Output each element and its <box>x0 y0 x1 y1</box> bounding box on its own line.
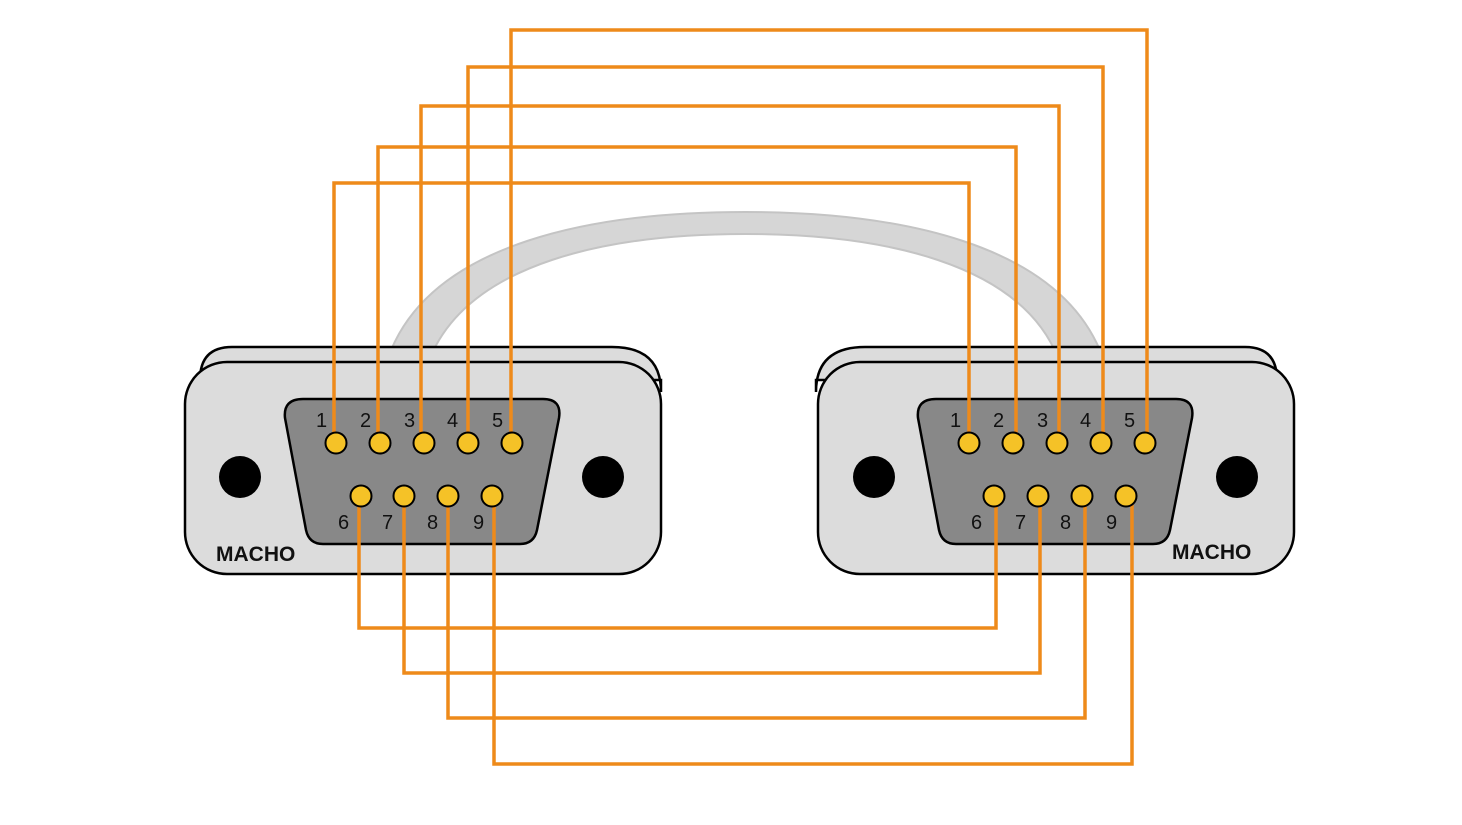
right-pin-label-4: 4 <box>1080 410 1091 432</box>
left-pin-6 <box>349 484 373 508</box>
right-connector-face <box>916 397 1194 546</box>
right-pin-group: 1 2 3 4 5 6 7 8 9 <box>950 410 1157 534</box>
wire-2-to-2 <box>376 145 1018 443</box>
wire-4-to-4 <box>466 65 1105 443</box>
right-pin-label-2: 2 <box>993 410 1004 432</box>
right-pin-label-8: 8 <box>1060 512 1071 534</box>
left-pin-3 <box>412 431 436 455</box>
right-pin-3 <box>1045 431 1069 455</box>
wire-1-to-1 <box>332 181 971 443</box>
right-pin-label-5: 5 <box>1124 410 1135 432</box>
left-pin-label-7: 7 <box>382 512 393 534</box>
wire-3-to-3 <box>419 104 1061 443</box>
cable-loop <box>386 210 1105 359</box>
right-pin-label-6: 6 <box>971 512 982 534</box>
right-pin-7 <box>1026 484 1050 508</box>
right-pin-label-1: 1 <box>950 410 961 432</box>
wire-7-to-7 <box>402 496 1042 675</box>
left-pin-1 <box>324 431 348 455</box>
right-connector-gender-label: MACHO <box>1172 541 1251 564</box>
right-pin-5 <box>1133 431 1157 455</box>
left-pin-label-1: 1 <box>316 410 327 432</box>
left-pin-label-3: 3 <box>404 410 415 432</box>
right-pin-9 <box>1114 484 1138 508</box>
left-screw-hole-right <box>582 456 624 498</box>
right-screw-hole-left <box>853 456 895 498</box>
wire-9-to-9 <box>492 496 1134 766</box>
left-pin-group: 1 2 3 4 5 6 7 8 9 <box>316 410 524 534</box>
wire-5-to-5 <box>509 28 1149 443</box>
left-pin-label-9: 9 <box>473 512 484 534</box>
left-pin-5 <box>500 431 524 455</box>
left-pin-8 <box>436 484 460 508</box>
wire-6-to-6 <box>357 496 998 630</box>
right-pin-1 <box>957 431 981 455</box>
right-pin-label-7: 7 <box>1015 512 1026 534</box>
right-connector: MACHO <box>814 345 1296 576</box>
left-pin-label-6: 6 <box>338 512 349 534</box>
left-screw-hole-left <box>219 456 261 498</box>
right-pin-8 <box>1070 484 1094 508</box>
left-pin-label-8: 8 <box>427 512 438 534</box>
left-connector-face <box>283 397 561 546</box>
right-pin-4 <box>1089 431 1113 455</box>
right-pin-6 <box>982 484 1006 508</box>
right-pin-label-9: 9 <box>1106 512 1117 534</box>
left-pin-label-5: 5 <box>492 410 503 432</box>
left-connector: MACHO <box>183 345 663 576</box>
left-pin-4 <box>456 431 480 455</box>
wire-front-group <box>332 28 1149 766</box>
left-pin-label-2: 2 <box>360 410 371 432</box>
left-connector-gender-label: MACHO <box>216 543 295 566</box>
left-pin-9 <box>480 484 504 508</box>
left-pin-7 <box>392 484 416 508</box>
wire-8-to-8 <box>446 496 1087 720</box>
right-pin-2 <box>1001 431 1025 455</box>
left-pin-label-4: 4 <box>447 410 458 432</box>
right-pin-label-3: 3 <box>1037 410 1048 432</box>
right-screw-hole-right <box>1216 456 1258 498</box>
left-pin-2 <box>368 431 392 455</box>
